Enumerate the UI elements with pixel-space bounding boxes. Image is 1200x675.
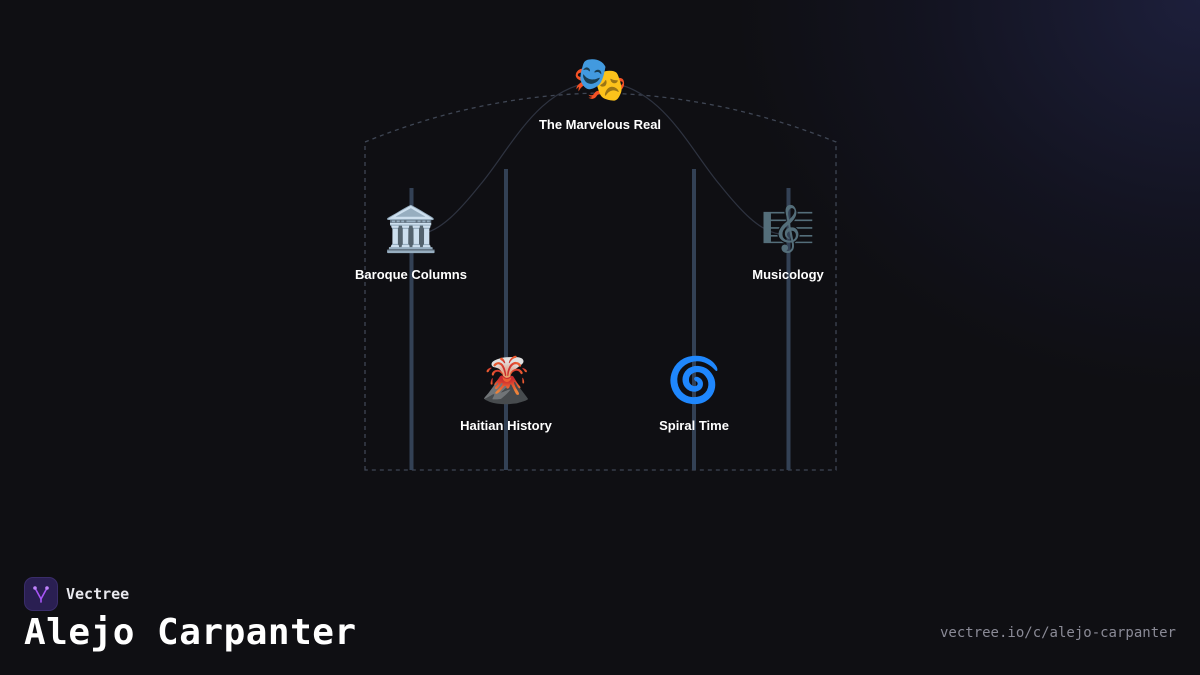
volcano-icon: 🌋: [478, 355, 534, 406]
vectree-logo-icon: [24, 577, 58, 611]
node-label: Musicology: [752, 267, 824, 282]
performing-arts-icon: 🎭: [572, 54, 628, 105]
dashed-outline: [364, 92, 837, 471]
node-spiral-time[interactable]: 🌀 Spiral Time: [594, 355, 794, 434]
musical-score-icon: 🎼: [760, 204, 816, 255]
node-label: Baroque Columns: [355, 267, 467, 282]
node-label: Haitian History: [460, 418, 552, 433]
page-title: Alejo Carpanter: [24, 612, 357, 653]
brand-name: Vectree: [66, 585, 130, 603]
node-label: Spiral Time: [659, 418, 729, 433]
node-the-marvelous-real[interactable]: 🎭 The Marvelous Real: [500, 54, 700, 133]
edge-root-baroque: [419, 81, 601, 235]
classical-building-icon: 🏛️: [383, 204, 439, 255]
node-baroque-columns[interactable]: 🏛️ Baroque Columns: [311, 204, 511, 283]
node-haitian-history[interactable]: 🌋 Haitian History: [406, 355, 606, 434]
node-musicology[interactable]: 🎼 Musicology: [688, 204, 888, 283]
page-url[interactable]: vectree.io/c/alejo-carpanter: [939, 625, 1176, 641]
edge-root-musicology: [599, 81, 781, 235]
cyclone-icon: 🌀: [666, 355, 722, 406]
node-label: The Marvelous Real: [538, 117, 662, 132]
brand[interactable]: Vectree: [24, 577, 129, 611]
